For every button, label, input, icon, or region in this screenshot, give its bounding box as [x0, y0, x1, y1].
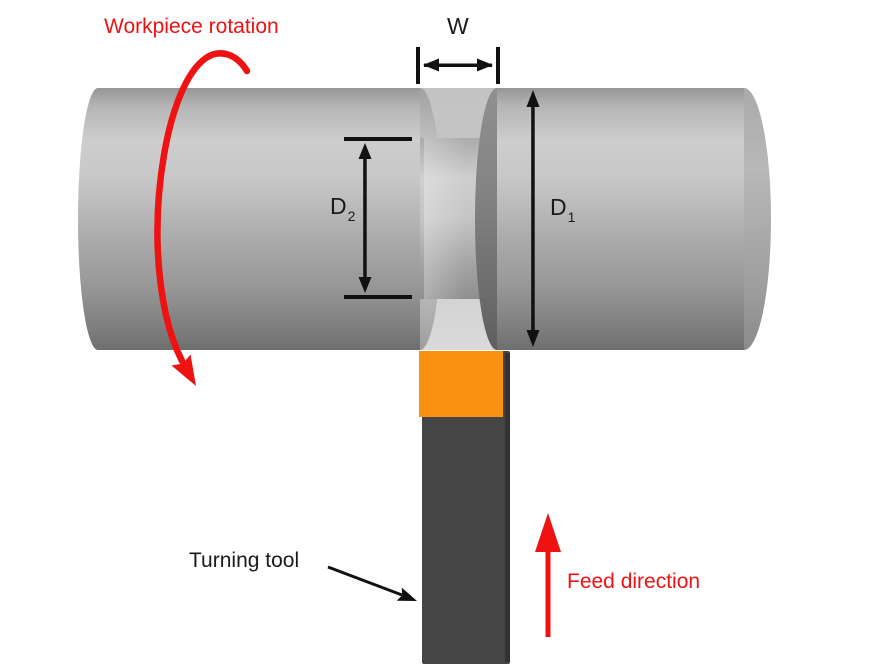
turning-tool-pointer-head	[396, 587, 417, 601]
groove-diameter-letter: D	[330, 193, 347, 219]
feed-arrow-head	[535, 513, 561, 552]
groove-diameter-label: D2	[330, 193, 355, 224]
groove-width-label: W	[447, 13, 469, 39]
dimension-outer-diameter	[526, 90, 540, 347]
workpiece-left-section	[78, 88, 420, 350]
groove-inner-cylinder-highlight	[424, 138, 466, 299]
dimension-w-right-tick	[496, 47, 500, 84]
rotation-arrow-head	[171, 354, 196, 386]
rotation-arrow	[154, 50, 251, 386]
workpiece-rotation-label: Workpiece rotation	[104, 15, 279, 38]
dimension-d2-bottom-tick	[344, 295, 412, 299]
dimension-d1-arrowhead-bottom	[526, 330, 540, 347]
outer-diameter-subscript: 1	[567, 209, 576, 225]
turning-tool-pointer-arrow	[327, 565, 417, 601]
dimension-groove-diameter	[344, 137, 412, 299]
feed-arrow-line	[545, 549, 551, 637]
tool-shank-right-edge	[505, 353, 510, 662]
groove-diameter-subscript: 2	[347, 208, 356, 224]
workpiece-right-body	[497, 88, 744, 350]
dimension-w-arrowhead-left	[423, 58, 439, 72]
outer-diameter-label: D1	[550, 194, 575, 225]
feed-direction-label: Feed direction	[567, 570, 701, 593]
tool-insert	[419, 351, 503, 417]
turning-tool-pointer-line	[327, 565, 403, 597]
dimension-w-left-tick	[416, 47, 420, 84]
dimension-groove-width	[416, 47, 500, 84]
workpiece-right-section	[497, 88, 771, 350]
dimension-d2-top-tick	[344, 137, 412, 141]
tool-shank	[422, 351, 510, 664]
outer-diameter-letter: D	[550, 194, 567, 220]
dimension-d2-arrowhead-top	[358, 143, 372, 159]
dimension-d2-arrowhead-bottom	[358, 277, 372, 293]
dimension-w-arrowhead-right	[477, 58, 493, 72]
dimension-d2-line	[363, 150, 367, 287]
feed-arrow	[535, 513, 561, 637]
dimension-d1-arrowhead-top	[526, 90, 540, 107]
dimension-d1-line	[531, 99, 535, 339]
rotation-arrow-arc	[154, 50, 251, 365]
dimension-w-line	[424, 63, 492, 67]
turning-tool-label: Turning tool	[189, 549, 300, 572]
